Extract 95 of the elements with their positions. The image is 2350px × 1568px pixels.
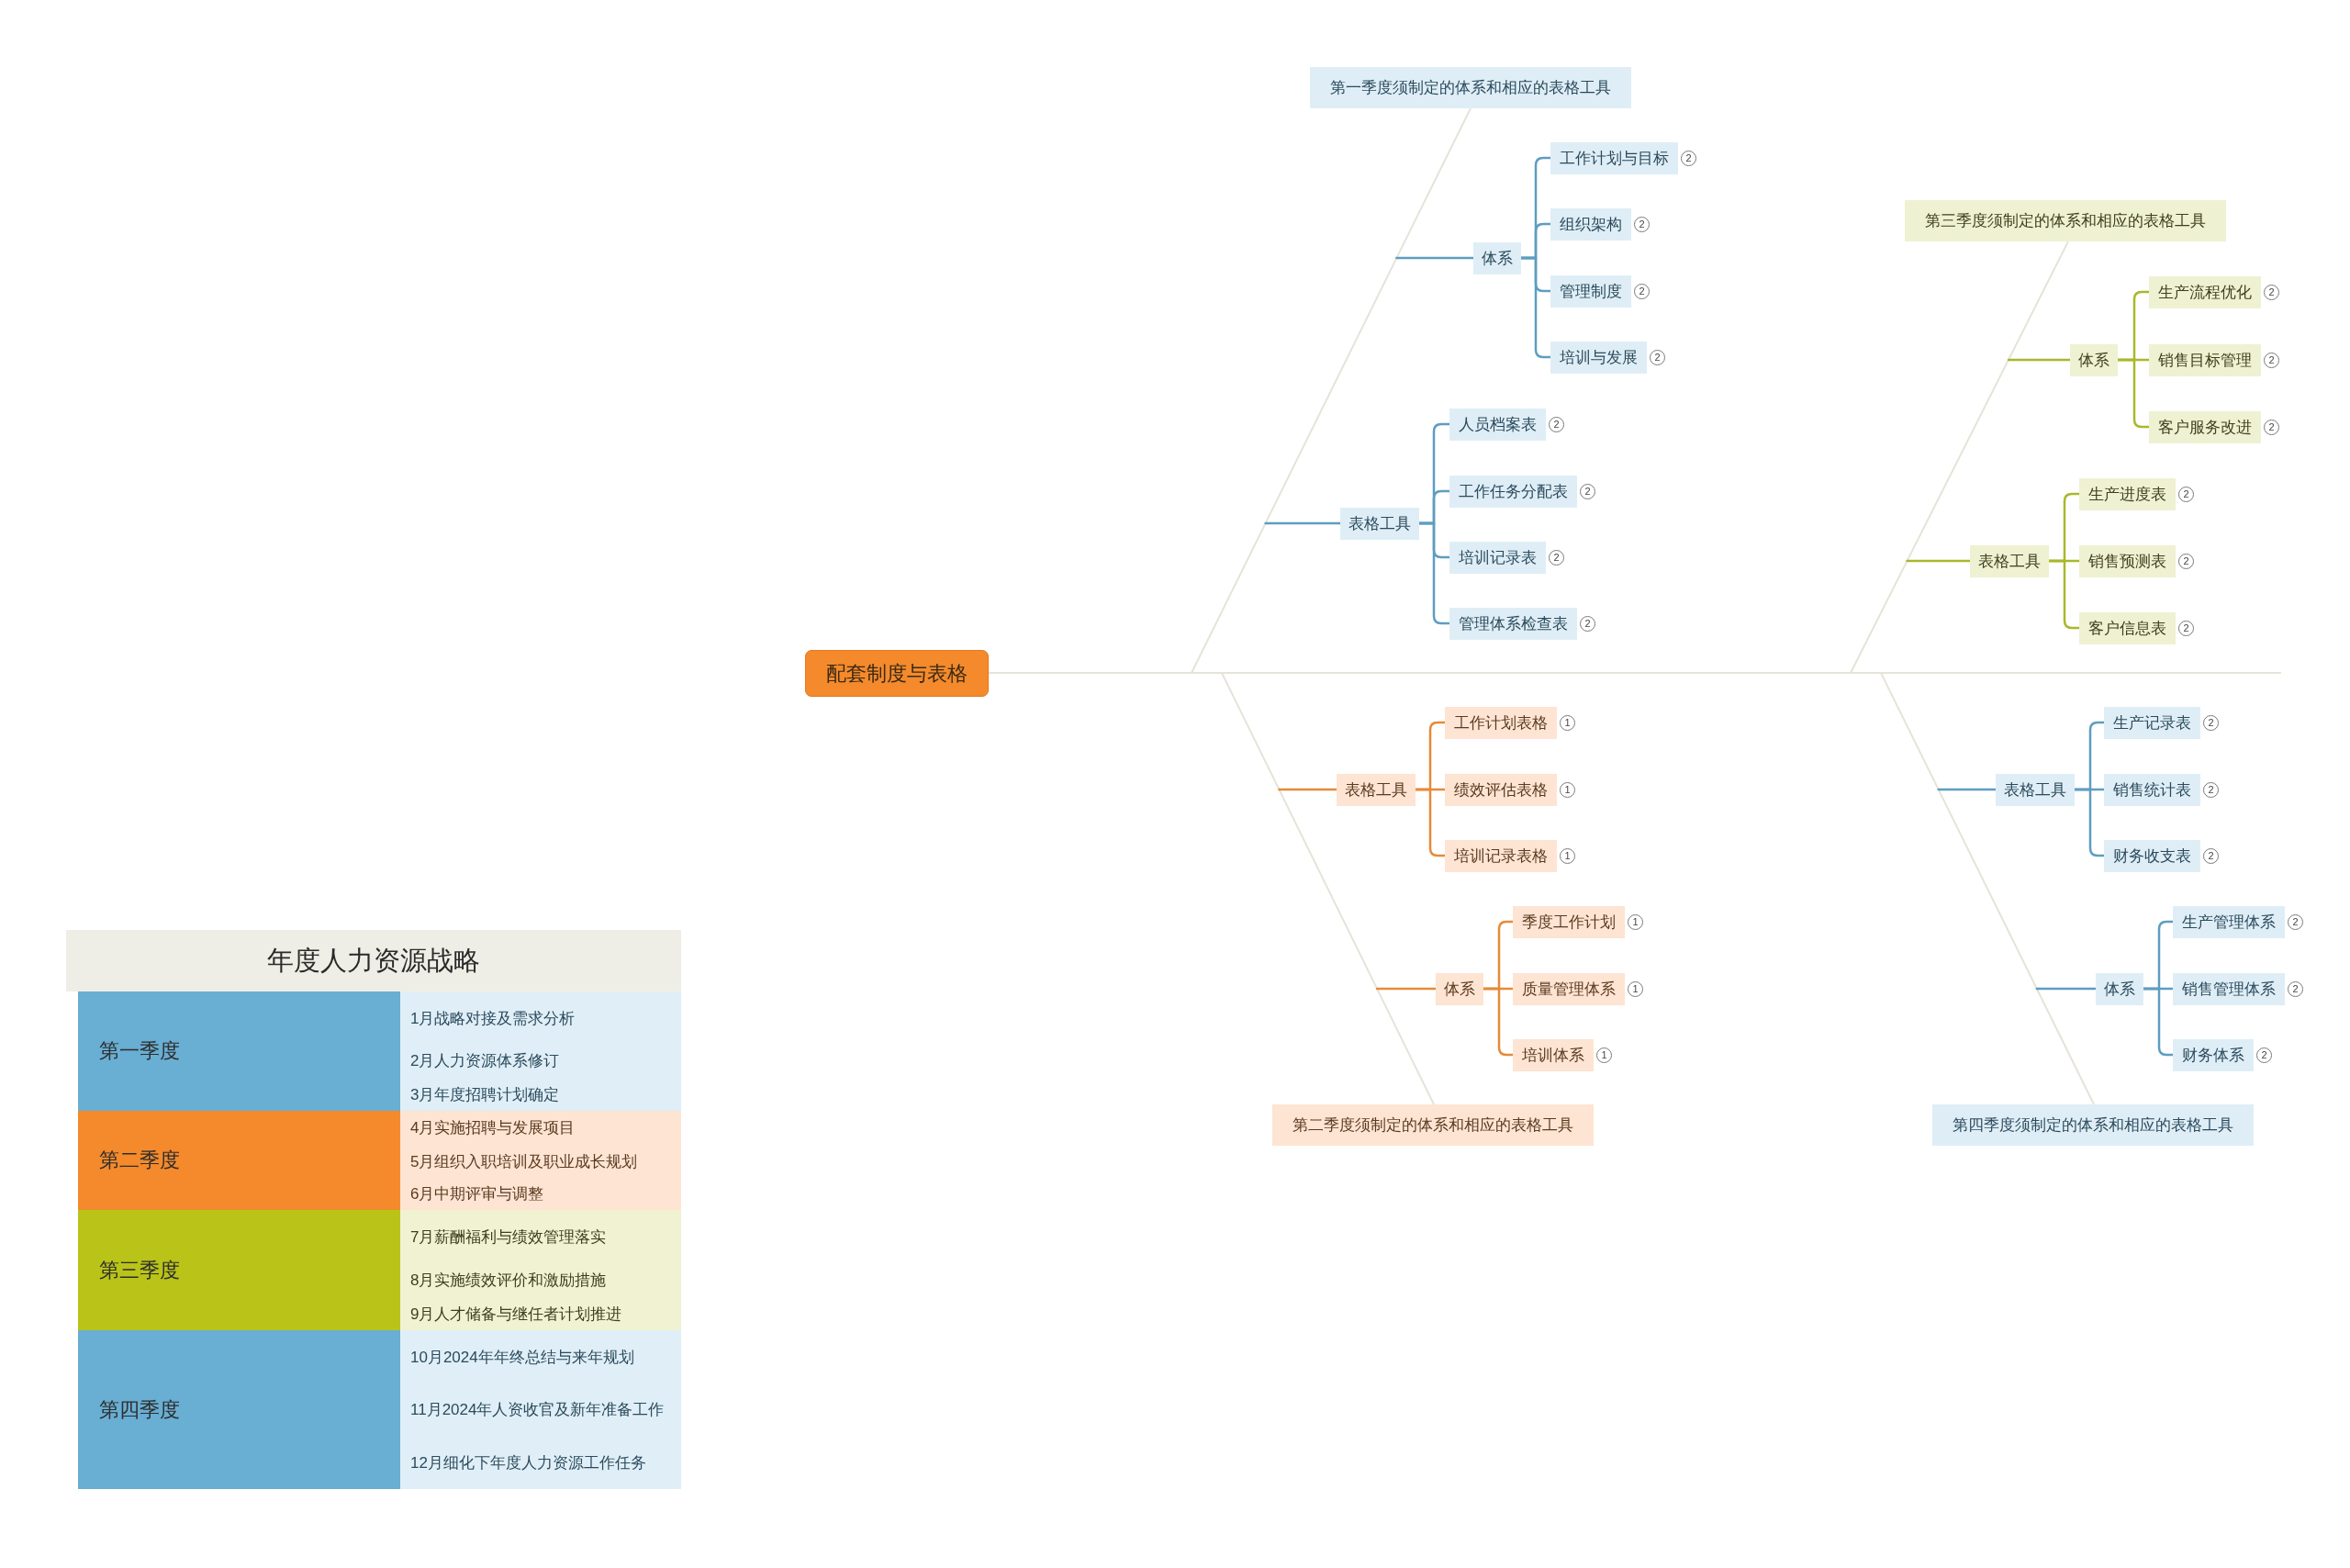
topic-box: 组织架构 [1550,207,1631,241]
category-box: 表格工具 [1996,773,2075,806]
topic-box: 销售管理体系 [2173,972,2285,1005]
month-task: 6月中期评审与调整 [410,1184,544,1204]
topic-box: 培训与发展 [1550,341,1647,374]
topic-box: 工作计划表格 [1445,706,1557,739]
number-badge: 1 [1560,847,1575,864]
number-badge: 1 [1628,913,1643,930]
topic-box: 生产管理体系 [2173,905,2285,938]
heading-box: 第二季度须制定的体系和相应的表格工具 [1272,1104,1594,1146]
category-box: 表格工具 [1970,544,2049,577]
category-box: 体系 [2096,972,2143,1005]
heading-box: 第一季度须制定的体系和相应的表格工具 [1310,67,1631,108]
topic-box: 财务体系 [2173,1038,2254,1071]
month-task: 7月薪酬福利与绩效管理落实 [410,1227,607,1248]
topic-box: 工作任务分配表 [1449,475,1577,508]
category-box: 表格工具 [1340,507,1419,540]
topic-box: 绩效评估表格 [1445,773,1557,806]
number-badge: 2 [2288,913,2303,930]
central-topic: 配套制度与表格 [805,649,989,697]
topic-box: 质量管理体系 [1513,972,1625,1005]
branch-line [1278,788,1338,791]
bone-line [1850,241,2069,674]
topic-box: 季度工作计划 [1513,905,1625,938]
branch-line [1375,987,1438,991]
topic-box: 销售预测表 [2079,544,2176,577]
topic-box: 客户信息表 [2079,611,2176,644]
category-box: 表格工具 [1337,773,1416,806]
branch-line [1395,256,1475,260]
topic-box: 管理体系检查表 [1449,607,1577,640]
number-badge: 1 [1560,781,1575,798]
month-task: 12月细化下年度人力资源工作任务 [410,1453,646,1473]
topic-box: 培训体系 [1513,1038,1594,1071]
topic-box: 管理制度 [1550,274,1631,308]
branch-line [2035,987,2098,991]
number-badge: 2 [2288,980,2303,997]
number-badge: 2 [2178,486,2194,502]
number-badge: 2 [2256,1047,2272,1063]
category-box: 体系 [2070,343,2118,376]
number-badge: 2 [2264,419,2279,435]
number-badge: 2 [1634,216,1650,232]
quarter-cell: 第一季度 [78,991,400,1111]
month-task: 11月2024年人资收官及新年准备工作 [410,1400,665,1420]
month-task: 3月年度招聘计划确定 [410,1085,560,1105]
month-task: 5月组织入职培训及职业成长规划 [410,1152,638,1172]
number-badge: 2 [2203,781,2219,798]
topic-box: 销售目标管理 [2149,343,2261,376]
heading-box: 第四季度须制定的体系和相应的表格工具 [1932,1104,2254,1146]
category-box: 体系 [1473,241,1521,274]
branch-line [1906,559,1972,563]
number-badge: 2 [2264,352,2279,368]
number-badge: 2 [2178,620,2194,636]
quarter-cell: 第三季度 [78,1210,400,1330]
month-task: 4月实施招聘与发展项目 [410,1118,576,1138]
branch-line [1937,788,1998,791]
month-task: 9月人才储备与继任者计划推进 [410,1305,622,1325]
category-box: 体系 [1436,972,1483,1005]
topic-box: 工作计划与目标 [1550,141,1678,174]
number-badge: 1 [1596,1047,1612,1063]
table-title: 年度人力资源战略 [66,930,681,991]
bone-line [1221,672,1435,1105]
branch-line [1264,521,1342,525]
heading-box: 第三季度须制定的体系和相应的表格工具 [1905,200,2226,241]
topic-box: 培训记录表 [1449,541,1546,574]
month-task: 8月实施绩效评价和激励措施 [410,1271,607,1291]
bone-line [1191,107,1472,674]
month-task: 10月2024年年终总结与来年规划 [410,1348,634,1368]
number-badge: 1 [1628,980,1643,997]
topic-box: 生产流程优化 [2149,275,2261,308]
quarter-cell: 第四季度 [78,1330,400,1489]
month-task: 2月人力资源体系修订 [410,1051,560,1071]
quarter-cell: 第二季度 [78,1111,400,1210]
number-badge: 2 [2203,847,2219,864]
number-badge: 2 [1580,615,1595,632]
branch-line [2007,358,2072,362]
number-badge: 2 [2178,553,2194,569]
number-badge: 2 [1549,549,1564,566]
bone-line [1880,672,2095,1105]
number-badge: 2 [1634,283,1650,299]
topic-box: 客户服务改进 [2149,410,2261,443]
topic-box: 培训记录表格 [1445,839,1557,872]
topic-box: 生产记录表 [2104,706,2200,739]
number-badge: 2 [1650,349,1665,365]
number-badge: 2 [2264,284,2279,300]
number-badge: 1 [1560,714,1575,731]
month-task: 1月战略对接及需求分析 [410,1009,576,1029]
number-badge: 2 [1549,416,1564,432]
spine-line [988,672,2282,674]
topic-box: 生产进度表 [2079,477,2176,510]
topic-box: 财务收支表 [2104,839,2200,872]
topic-box: 人员档案表 [1449,408,1546,441]
number-badge: 2 [2203,714,2219,731]
number-badge: 2 [1681,150,1696,166]
number-badge: 2 [1580,483,1595,499]
topic-box: 销售统计表 [2104,773,2200,806]
